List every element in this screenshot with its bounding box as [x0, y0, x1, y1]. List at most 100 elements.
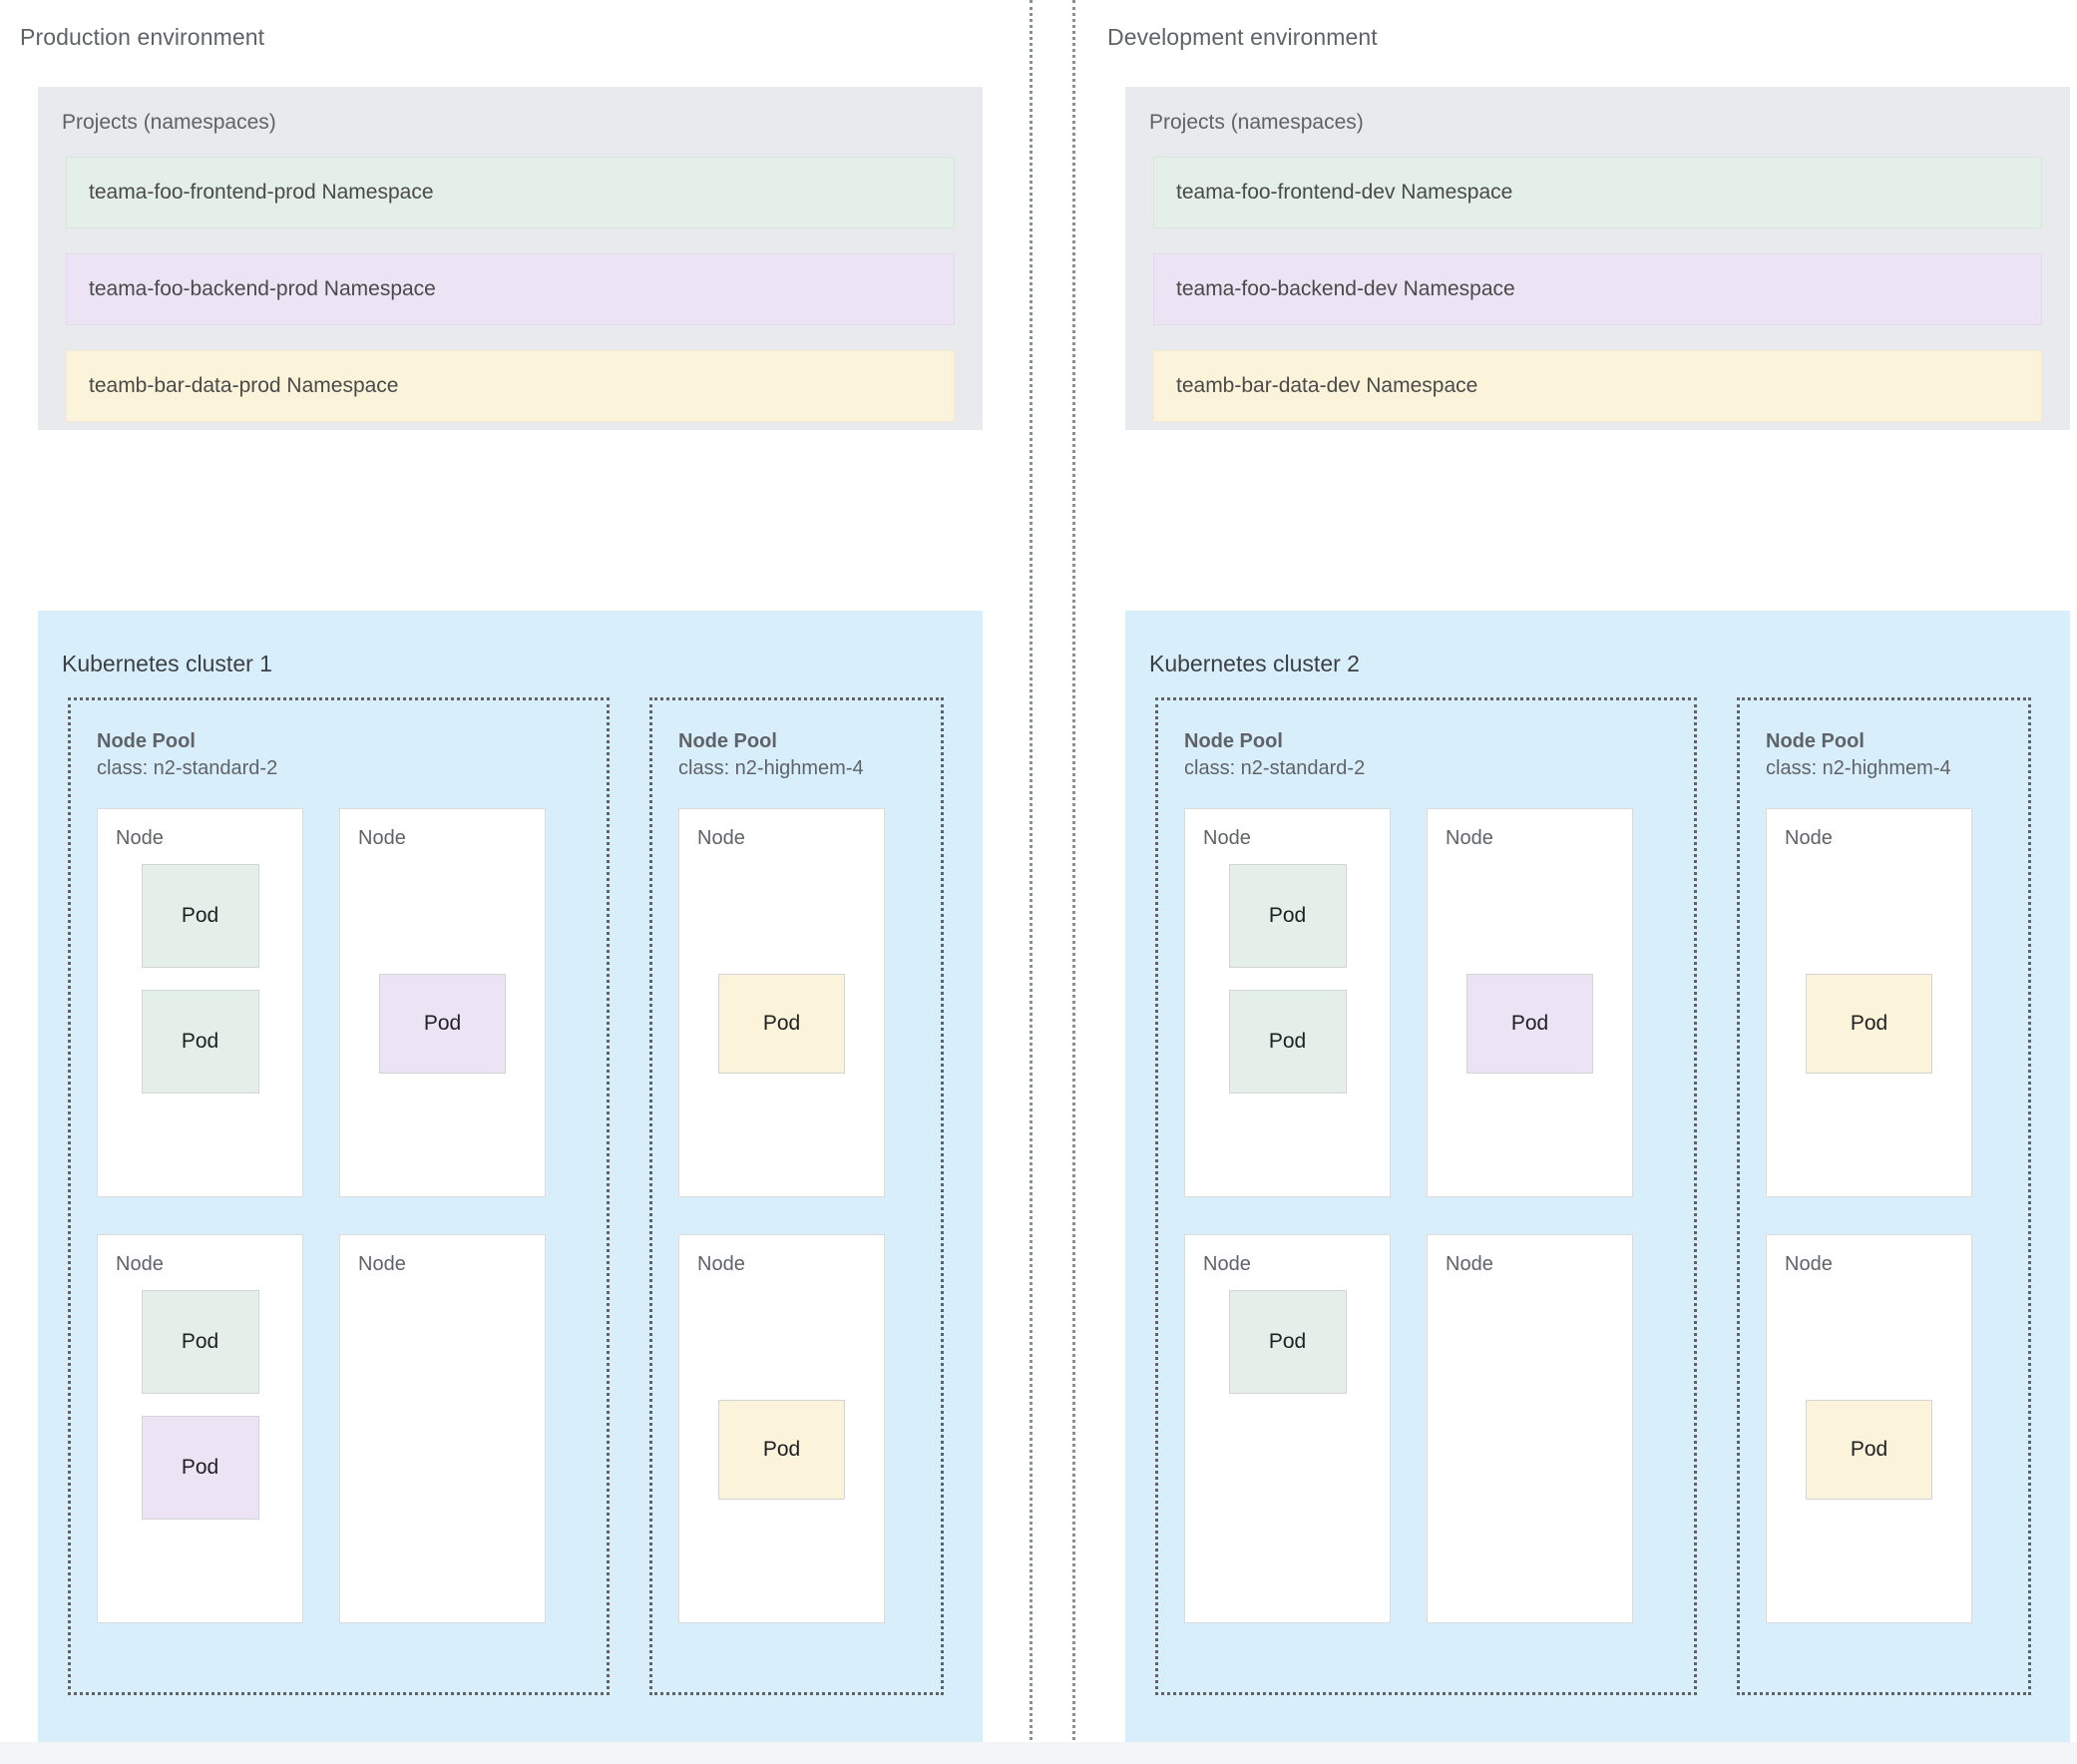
node-box[interactable]: Node Pod Pod	[1184, 808, 1391, 1197]
node-pool-standard: Node Pool class: n2-standard-2 Node Pod …	[1155, 697, 1697, 1695]
node-pool-name: Node Pool	[97, 730, 196, 752]
node-grid: Node Pod Pod Node Pod	[1184, 808, 1668, 1623]
environment-divider-line-right	[1072, 0, 1075, 1764]
node-grid: Node Pod Node Pod	[1766, 808, 2002, 1623]
kubernetes-cluster: Kubernetes cluster 2 Node Pool class: n2…	[1125, 611, 2070, 1742]
node-pool-class: class: n2-standard-2	[97, 757, 278, 779]
node-box[interactable]: Node Pod	[678, 1234, 885, 1623]
namespace-list: teama-foo-frontend-prod Namespace teama-…	[66, 157, 955, 422]
pod-box[interactable]: Pod	[1228, 864, 1347, 968]
namespace-box[interactable]: teamb-bar-data-dev Namespace	[1153, 350, 2042, 422]
pod-stack	[340, 1276, 545, 1622]
node-label: Node	[1446, 827, 1493, 849]
namespace-box[interactable]: teamb-bar-data-prod Namespace	[66, 350, 955, 422]
kubernetes-cluster: Kubernetes cluster 1 Node Pool class: n2…	[38, 611, 983, 1742]
pod-stack: Pod	[1185, 1276, 1390, 1622]
pod-stack: Pod	[1767, 1276, 1971, 1622]
node-label: Node	[697, 827, 745, 849]
environment-development: Development environment Projects (namesp…	[1087, 0, 2077, 1764]
namespace-label: teamb-bar-data-prod Namespace	[89, 374, 399, 397]
environment-title: Development environment	[1107, 24, 1378, 50]
pod-stack: Pod	[1428, 850, 1632, 1196]
node-pool-highmem: Node Pool class: n2-highmem-4 Node Pod N…	[1737, 697, 2031, 1695]
pod-box[interactable]: Pod	[1228, 990, 1347, 1094]
environment-title: Production environment	[20, 24, 265, 50]
pod-stack: Pod	[340, 850, 545, 1196]
namespace-label: teama-foo-backend-prod Namespace	[89, 277, 436, 300]
node-box[interactable]: Node Pod Pod	[97, 808, 303, 1197]
node-grid: Node Pod Node Pod	[678, 808, 915, 1623]
pod-box[interactable]: Pod	[141, 1290, 259, 1394]
pod-box[interactable]: Pod	[141, 990, 259, 1094]
pod-stack: Pod Pod	[98, 1276, 302, 1622]
projects-panel: Projects (namespaces) teama-foo-frontend…	[1125, 87, 2070, 430]
node-pool-header: Node Pool class: n2-highmem-4	[678, 728, 915, 782]
namespace-box[interactable]: teama-foo-backend-prod Namespace	[66, 253, 955, 325]
node-pool-standard: Node Pool class: n2-standard-2 Node Pod …	[68, 697, 610, 1695]
cluster-title: Kubernetes cluster 2	[1149, 651, 1360, 676]
projects-panel-title: Projects (namespaces)	[1149, 111, 1364, 134]
node-label: Node	[697, 1253, 745, 1275]
namespace-label: teamb-bar-data-dev Namespace	[1176, 374, 1478, 397]
pod-stack: Pod	[679, 1276, 884, 1622]
node-label: Node	[1203, 827, 1251, 849]
namespace-list: teama-foo-frontend-dev Namespace teama-f…	[1153, 157, 2042, 422]
namespace-label: teama-foo-backend-dev Namespace	[1176, 277, 1515, 300]
node-pool-name: Node Pool	[678, 730, 777, 752]
namespace-label: teama-foo-frontend-dev Namespace	[1176, 181, 1513, 204]
node-label: Node	[1203, 1253, 1251, 1275]
projects-panel-title: Projects (namespaces)	[62, 111, 276, 134]
node-label: Node	[1785, 827, 1833, 849]
node-box[interactable]: Node Pod	[1184, 1234, 1391, 1623]
node-box[interactable]: Node Pod	[1427, 808, 1633, 1197]
cluster-title: Kubernetes cluster 1	[62, 651, 272, 676]
node-pool-header: Node Pool class: n2-highmem-4	[1766, 728, 2002, 782]
pod-box[interactable]: Pod	[379, 973, 506, 1074]
node-box[interactable]: Node Pod	[339, 808, 546, 1197]
node-box[interactable]: Node	[339, 1234, 546, 1623]
pod-box[interactable]: Pod	[141, 1416, 259, 1520]
pod-box[interactable]: Pod	[1466, 973, 1593, 1074]
node-label: Node	[116, 827, 164, 849]
pod-box[interactable]: Pod	[718, 1399, 845, 1500]
node-box[interactable]: Node Pod	[1766, 1234, 1972, 1623]
node-pool-class: class: n2-highmem-4	[1766, 757, 1951, 779]
pod-box[interactable]: Pod	[141, 864, 259, 968]
node-box[interactable]: Node Pod	[678, 808, 885, 1197]
namespace-box[interactable]: teama-foo-frontend-prod Namespace	[66, 157, 955, 228]
node-label: Node	[116, 1253, 164, 1275]
namespace-box[interactable]: teama-foo-frontend-dev Namespace	[1153, 157, 2042, 228]
page-bottom-strip	[0, 1742, 2077, 1764]
node-box[interactable]: Node Pod	[1766, 808, 1972, 1197]
node-pool-name: Node Pool	[1184, 730, 1283, 752]
node-label: Node	[1446, 1253, 1493, 1275]
node-box[interactable]: Node Pod Pod	[97, 1234, 303, 1623]
node-pool-name: Node Pool	[1766, 730, 1865, 752]
pod-box[interactable]: Pod	[1806, 973, 1932, 1074]
environment-divider-line-left	[1030, 0, 1033, 1764]
pod-box[interactable]: Pod	[1806, 1399, 1932, 1500]
pod-stack: Pod Pod	[98, 850, 302, 1196]
pod-stack: Pod Pod	[1185, 850, 1390, 1196]
node-label: Node	[358, 1253, 406, 1275]
pod-stack	[1428, 1276, 1632, 1622]
node-label: Node	[358, 827, 406, 849]
node-label: Node	[1785, 1253, 1833, 1275]
projects-panel: Projects (namespaces) teama-foo-frontend…	[38, 87, 983, 430]
node-box[interactable]: Node	[1427, 1234, 1633, 1623]
node-pool-container: Node Pool class: n2-standard-2 Node Pod …	[68, 697, 953, 1695]
namespace-box[interactable]: teama-foo-backend-dev Namespace	[1153, 253, 2042, 325]
environment-production: Production environment Projects (namespa…	[0, 0, 998, 1764]
node-pool-highmem: Node Pool class: n2-highmem-4 Node Pod N…	[649, 697, 944, 1695]
node-pool-header: Node Pool class: n2-standard-2	[1184, 728, 1668, 782]
namespace-label: teama-foo-frontend-prod Namespace	[89, 181, 434, 204]
node-pool-header: Node Pool class: n2-standard-2	[97, 728, 581, 782]
pod-box[interactable]: Pod	[1228, 1290, 1347, 1394]
node-pool-class: class: n2-highmem-4	[678, 757, 864, 779]
pod-box[interactable]: Pod	[718, 973, 845, 1074]
pod-stack: Pod	[1767, 850, 1971, 1196]
node-grid: Node Pod Pod Node Pod	[97, 808, 581, 1623]
node-pool-class: class: n2-standard-2	[1184, 757, 1366, 779]
node-pool-container: Node Pool class: n2-standard-2 Node Pod …	[1155, 697, 2040, 1695]
